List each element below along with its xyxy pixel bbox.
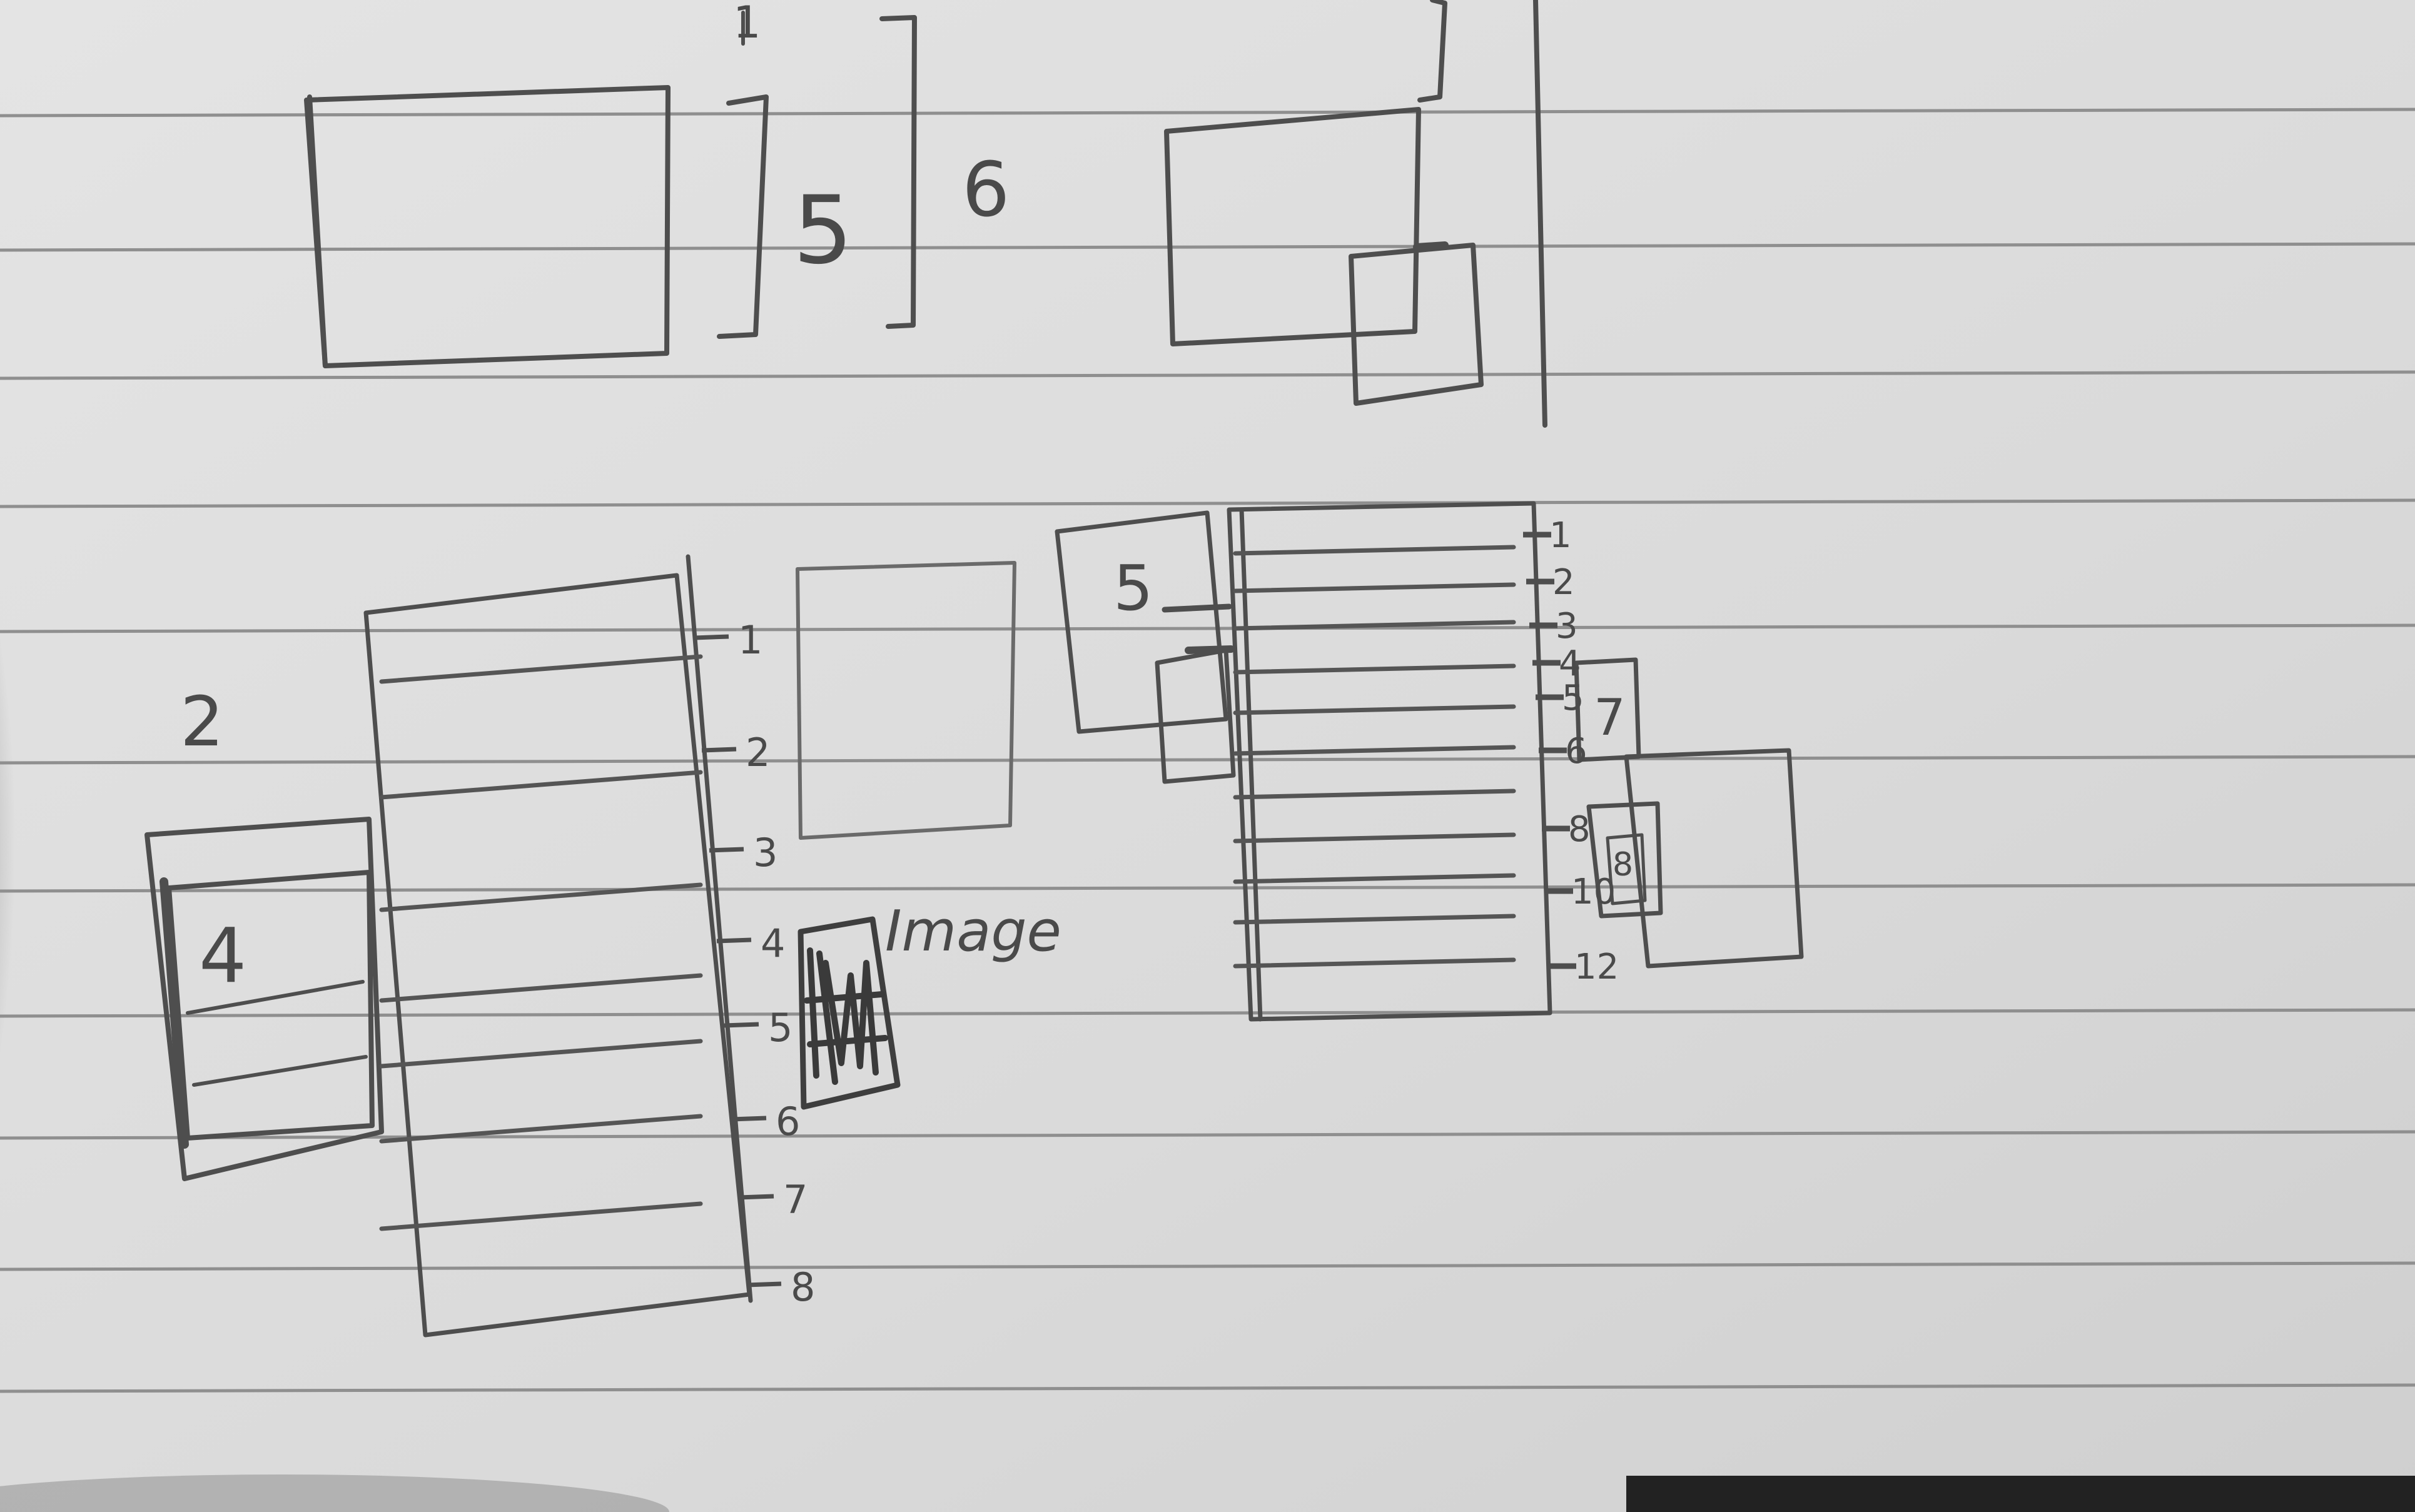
lower-left-tick-mark (747, 1284, 781, 1285)
right-tick-label: 6 (1565, 731, 1587, 772)
right-tick-label: 3 (1556, 606, 1578, 647)
lower-left-tick-mark (702, 749, 736, 750)
lower-left-tick-mark (717, 940, 751, 941)
right-seven-label: 7 (1594, 688, 1626, 747)
lower-left-tick-mark (739, 1196, 774, 1197)
right-five-arrow-2 (1188, 649, 1231, 650)
bracket-six-label: 6 (962, 147, 1010, 234)
top-tick-one-label: 1 (733, 0, 761, 48)
lower-left-tick-label: 5 (768, 1005, 792, 1051)
bottom-dark-edge (1626, 1476, 2415, 1512)
lower-left-tick-label: 2 (746, 730, 770, 775)
lower-left-tick-label: 6 (776, 1099, 800, 1144)
lower-left-tick-mark (732, 1118, 766, 1119)
right-tick-label: 10 (1571, 872, 1616, 912)
left-two-label: 2 (180, 682, 224, 762)
bracket-five-label: 5 (793, 176, 853, 285)
lower-left-tick-mark (724, 1024, 759, 1026)
image-label: Image (885, 899, 1061, 964)
top-right-divider (1417, 245, 1445, 247)
lower-left-tick-label: 8 (791, 1264, 815, 1310)
right-eight-label: 8 (1613, 846, 1633, 884)
lower-left-tick-mark (694, 637, 729, 638)
lower-left-tick-label: 4 (761, 920, 785, 966)
right-five-label: 5 (1113, 552, 1153, 625)
right-tick-label: 12 (1574, 947, 1619, 987)
right-tick-label: 1 (1549, 515, 1572, 556)
right-tick-label: 8 (1568, 809, 1591, 850)
lower-left-tick-label: 1 (738, 617, 762, 663)
right-tick-label: 2 (1552, 562, 1575, 603)
lower-left-tick-label: 7 (783, 1177, 808, 1222)
right-tick-label: 5 (1562, 678, 1584, 718)
lower-left-tick-label: 3 (753, 830, 777, 875)
lower-left-tick-mark (709, 849, 744, 850)
right-five-arrow (1165, 607, 1229, 610)
left-four-label: 4 (199, 913, 246, 1000)
